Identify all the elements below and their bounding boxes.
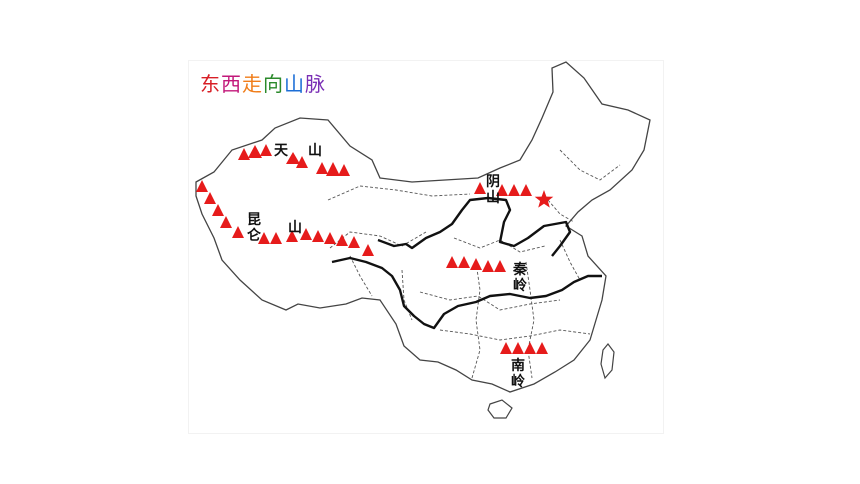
mountain-icon	[324, 232, 336, 244]
mountain-icon	[524, 342, 536, 354]
mountain-icon	[232, 226, 244, 238]
mountain-icon	[258, 232, 270, 244]
mountain-icon	[238, 148, 250, 160]
mountain-icon	[536, 342, 548, 354]
mountain-icon	[482, 260, 494, 272]
mountain-icon	[296, 156, 308, 168]
mountain-icon	[362, 244, 374, 256]
mountain-icon	[220, 216, 232, 228]
label-yinshan: 阴山	[486, 174, 500, 206]
slide-title: 东西走向山脉	[200, 68, 326, 97]
capital-star-icon	[534, 190, 554, 208]
label-kunlun-1: 昆仑	[247, 212, 261, 244]
country-outline	[195, 61, 651, 393]
province-boundaries	[327, 149, 621, 379]
mountain-icon	[204, 192, 216, 204]
mountain-icon	[446, 256, 458, 268]
yellow-river	[377, 196, 572, 257]
mountain-icon	[270, 232, 282, 244]
title-char: 东	[200, 72, 221, 96]
nanling-range	[500, 342, 548, 354]
mountain-icon	[500, 342, 512, 354]
taiwan-island	[600, 343, 615, 380]
hainan-island	[487, 399, 513, 419]
yangtze-river	[331, 256, 602, 330]
mountain-icon	[326, 162, 340, 176]
title-char: 向	[263, 72, 284, 96]
mountain-icon	[286, 230, 298, 242]
mountain-icon	[338, 164, 350, 176]
mountain-icon	[212, 204, 224, 216]
title-char: 西	[221, 72, 242, 96]
mountain-icon	[512, 342, 524, 354]
mountain-icon	[260, 144, 272, 156]
title-char: 走	[242, 72, 263, 96]
mountain-icon	[458, 256, 470, 268]
mountain-icon	[496, 184, 508, 196]
tianshan-range	[238, 144, 350, 176]
mountain-icon	[470, 258, 482, 270]
mountain-icon	[508, 184, 520, 196]
mountain-icon	[196, 180, 208, 192]
mountain-icon	[348, 236, 360, 248]
title-char: 脉	[305, 72, 326, 96]
mountain-icon	[520, 184, 532, 196]
mountain-icon	[474, 182, 486, 194]
mountain-icon	[316, 162, 328, 174]
label-kunlun-2: 山	[288, 220, 302, 236]
mountain-icon	[300, 228, 312, 240]
qinling-range	[446, 256, 506, 272]
label-nanling: 南岭	[511, 358, 525, 390]
label-qinling: 秦岭	[513, 262, 527, 294]
mountain-icon	[336, 234, 348, 246]
yinshan-range	[474, 182, 532, 196]
mountain-icon	[494, 260, 506, 272]
title-char: 山	[284, 72, 305, 96]
mountain-icon	[248, 145, 262, 158]
kunlun-range	[196, 180, 374, 256]
mountain-icon	[286, 152, 300, 164]
label-tianshan: 天山	[274, 143, 342, 159]
mountain-icon	[312, 230, 324, 242]
